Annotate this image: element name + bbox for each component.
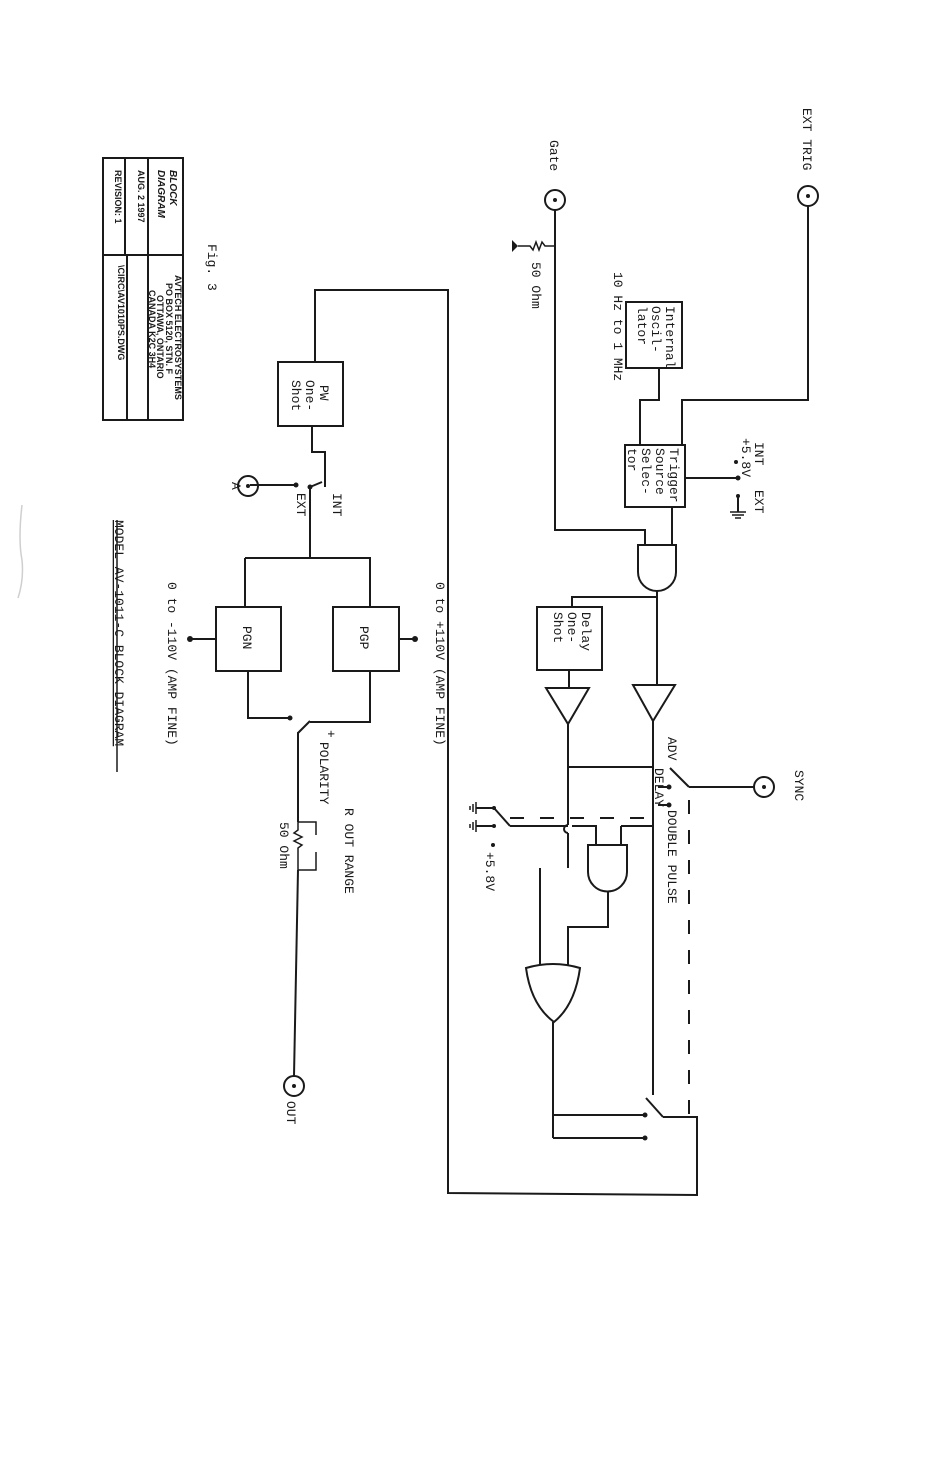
tss-label-3: Selec-: [638, 448, 653, 495]
scan-mark: [17, 504, 24, 599]
tb-name-2: DIAGRAM: [155, 170, 166, 218]
tss-label-1: Trigger: [666, 448, 681, 503]
sync-label: SYNC: [791, 770, 806, 801]
pw-ext-label: EXT: [293, 493, 308, 517]
tss-ext-ground-icon: [730, 511, 746, 519]
pw-int-label: INT: [329, 493, 344, 517]
trigger-source-selector-block: [624, 444, 686, 508]
sync-connector: [753, 776, 775, 798]
pgp-block: [332, 606, 400, 672]
tb-company-1: AVTECH ELECTROSYSTEMS: [173, 275, 183, 400]
plus58-switch-arm: [493, 807, 511, 827]
out-label: OUT: [283, 1101, 298, 1125]
pol-plus-label: +: [323, 730, 338, 738]
delay-label: DELAY: [651, 768, 666, 807]
tss-label-4: tor: [624, 448, 639, 471]
and-gate-2: [587, 844, 628, 893]
ext-trig-label: EXT TRIG: [799, 108, 814, 170]
buffer-delay: [544, 687, 591, 726]
title-block: [102, 157, 184, 421]
pgp-range-label: 0 to +110V (AMP FINE): [432, 582, 447, 746]
adv-label: ADV: [664, 737, 679, 761]
gate-wire: [554, 210, 646, 545]
gate-term-label: 50 Ohm: [528, 262, 543, 309]
osc-wire: [639, 368, 660, 445]
delay-oneshot-block: [536, 606, 603, 671]
and-gate-1: [637, 544, 677, 592]
delay-oneshot-label-1: Delay: [578, 612, 593, 651]
delay-oneshot-label-2: One-: [564, 612, 579, 643]
buffer-adv: [631, 684, 677, 723]
tb-company-4: CANADA K2C 3H4: [147, 290, 157, 368]
diagram-title: MODEL AV-1011-C BLOCK DIAGRAM: [111, 520, 126, 746]
pgn-range-label: 0 to -110V (AMP FINE): [164, 582, 179, 746]
out-term-label: 50 Ohm: [276, 822, 291, 869]
output-select-switch-arm: [645, 1097, 664, 1118]
out-connector: [283, 1075, 305, 1097]
gate-ground-icon: [512, 240, 518, 252]
pw-oneshot-label-2: One-: [302, 380, 317, 411]
gate-label: Gate: [546, 140, 561, 171]
rout-range-label: R OUT RANGE: [341, 808, 356, 894]
polarity-switch-arm: [297, 720, 311, 734]
tss-label-2: Source: [652, 448, 667, 495]
internal-oscillator-block: [625, 301, 683, 369]
or-gate: [524, 963, 582, 1024]
osc-range-label: 10 Hz to 1 MHz: [610, 272, 625, 381]
pw-oneshot-block: [277, 361, 344, 427]
pgn-label: PGN: [239, 626, 254, 649]
tb-company-3: OTTAWA, ONTARIO: [155, 295, 165, 379]
tss-ext-label: EXT: [751, 490, 766, 514]
oscillator-label-2: Oscil-: [648, 306, 663, 353]
tb-file: \CIRC\AV1010PS.DWG: [116, 265, 126, 360]
tb-date: AUG. 2 1997: [136, 170, 146, 223]
sync-switch-arm: [669, 767, 690, 788]
gate-connector: [544, 189, 566, 211]
ground-icon-2: [469, 820, 477, 832]
out-resistor-icon: [292, 822, 304, 870]
pw-oneshot-label-1: PW: [316, 385, 331, 401]
tb-company-2: PO BOX 5120, STN. F: [164, 283, 174, 375]
ext-trig-connector: [797, 185, 819, 207]
ground-icon-1: [469, 802, 477, 814]
delay-oneshot-label-3: Shot: [550, 612, 565, 643]
ext-trig-wire: [681, 206, 809, 445]
oscillator-label-3: lator: [634, 306, 649, 345]
and1-output-wire: [571, 591, 658, 607]
plus58-b-label: +5.8V: [482, 852, 497, 891]
tss-int-label: INT: [751, 442, 766, 466]
gate-resistor-icon: [518, 239, 555, 253]
double-pulse-label: DOUBLE PULSE: [664, 810, 679, 904]
polarity-label: POLARITY: [316, 742, 331, 805]
figure-label: Fig. 3: [204, 244, 219, 291]
tss-plus58-label: +5.8V: [738, 438, 753, 477]
tb-revision: REVISION: 1: [113, 170, 123, 224]
oscillator-label-1: Internal: [662, 306, 677, 369]
pgp-label: PGP: [356, 626, 371, 650]
a-label: A: [228, 482, 243, 490]
pw-oneshot-label-3: Shot: [288, 380, 303, 411]
tb-name-1: BLOCK: [167, 170, 178, 206]
a-connector: [237, 475, 259, 497]
